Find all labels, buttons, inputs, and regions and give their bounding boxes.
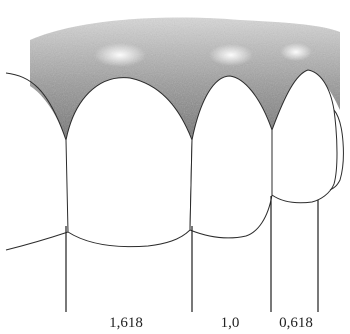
ratio-label-lateral: 1,0: [221, 315, 240, 331]
lip-line-left: [6, 232, 68, 250]
ratio-label-central: 1,618: [109, 315, 143, 331]
ratio-label-canine: 0,618: [279, 315, 313, 331]
